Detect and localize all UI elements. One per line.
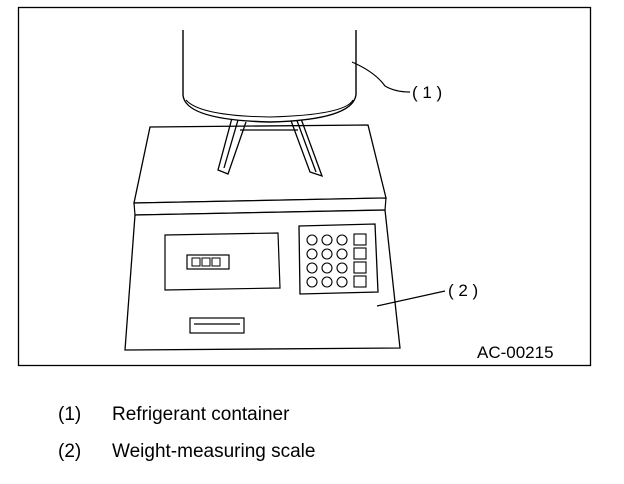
legend-item-1: (1) Refrigerant container (58, 404, 289, 426)
legend-number: (1) (58, 404, 82, 425)
scale-display (164, 232, 281, 291)
refrigerant-container (182, 30, 357, 123)
legend-number: (2) (58, 441, 82, 462)
leader-line-2 (376, 290, 446, 307)
legend-text: Weight-measuring scale (112, 441, 316, 462)
legend-item-2: (2) Weight-measuring scale (58, 441, 315, 463)
callout-2: ( 2 ) (448, 281, 478, 300)
scale-keypad (298, 223, 379, 295)
scale-platform (133, 124, 387, 216)
figure-code: AC-00215 (477, 343, 554, 362)
container-stand (217, 115, 324, 178)
figure-frame (17, 6, 592, 367)
leader-line-1 (351, 61, 411, 93)
callout-1: ( 1 ) (412, 83, 442, 102)
legend-text: Refrigerant container (112, 404, 290, 425)
scale-slot (189, 317, 245, 334)
